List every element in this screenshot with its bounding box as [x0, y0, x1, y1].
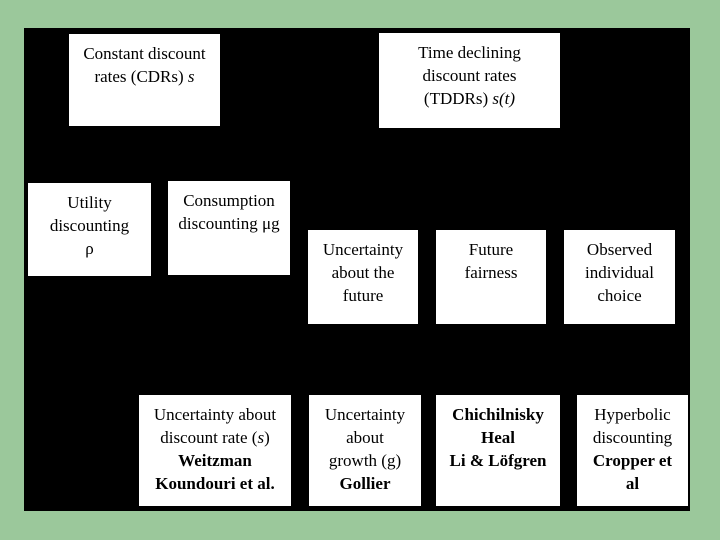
box-text-line: discounting	[577, 426, 688, 449]
box-text-segment: Time declining	[418, 43, 521, 62]
box-text-line: (TDDRs) s(t)	[379, 87, 560, 110]
box-text-line: Heal	[436, 426, 560, 449]
box-text-line: about	[309, 426, 421, 449]
box-consumption-discounting: Consumption discounting μg	[166, 179, 292, 277]
box-text-segment: Hyperbolic	[594, 405, 671, 424]
box-text-segment: discounting μg	[178, 214, 280, 233]
box-constant-discount-rates: Constant discount rates (CDRs) s	[67, 32, 222, 128]
box-text-segment: Uncertainty	[324, 405, 406, 424]
box-text-segment: discounting	[592, 428, 673, 447]
box-text-segment: discounting	[49, 216, 130, 235]
box-text-line: fairness	[436, 261, 546, 284]
box-text-segment: Consumption	[183, 191, 275, 210]
box-text-line: Cropper et	[577, 449, 688, 472]
box-text-segment: s(t)	[492, 89, 516, 108]
box-text-segment: )	[264, 428, 270, 447]
box-future-fairness: Future fairness	[434, 228, 548, 326]
box-text-line: ρ	[28, 237, 151, 260]
box-text-line: Uncertainty	[308, 238, 418, 261]
box-text-line: choice	[564, 284, 675, 307]
box-text-line: Li & Löfgren	[436, 449, 560, 472]
box-text-segment: Weitzman	[178, 451, 252, 470]
box-utility-discounting: Utility discounting ρ	[26, 181, 153, 278]
box-text-segment: Future	[468, 240, 514, 259]
box-text-segment: Observed	[586, 240, 653, 259]
box-text-line: about the	[308, 261, 418, 284]
box-text-line: Time declining	[379, 41, 560, 64]
box-text-segment: future	[342, 286, 384, 305]
box-uncertainty-about-growth: Uncertainty about growth (g) Gollier	[307, 393, 423, 508]
box-text-line: Gollier	[309, 472, 421, 495]
box-text-segment: s	[187, 67, 195, 86]
box-text-segment: Constant discount	[83, 44, 206, 63]
box-text-line: Hyperbolic	[577, 403, 688, 426]
box-uncertainty-about-discount-rate: Uncertainty about discount rate (s) Weitzm…	[137, 393, 293, 508]
box-text-line: discount rates	[379, 64, 560, 87]
box-observed-individual-choice: Observed individual choice	[562, 228, 677, 326]
box-time-declining-discount-rates: Time declining discount rates (TDDRs) s(t)	[377, 31, 562, 130]
box-text-segment: growth (g)	[328, 451, 402, 470]
box-text-line: al	[577, 472, 688, 495]
box-text-segment: Heal	[481, 428, 515, 447]
box-text-line: Consumption	[168, 189, 290, 212]
box-text-line: discounting	[28, 214, 151, 237]
box-text-segment: s	[257, 428, 265, 447]
box-text-line: future	[308, 284, 418, 307]
box-text-segment: Cropper et	[592, 451, 673, 470]
box-text-segment: Gollier	[339, 474, 391, 493]
box-text-line: rates (CDRs) s	[69, 65, 220, 88]
box-text-line: discount rate (s)	[139, 426, 291, 449]
box-text-segment: Koundouri et al.	[155, 474, 275, 493]
box-text-line: individual	[564, 261, 675, 284]
box-text-segment: individual	[585, 263, 654, 282]
box-text-line: Utility	[28, 191, 151, 214]
box-text-segment: (TDDRs)	[423, 89, 493, 108]
box-uncertainty-about-the-future: Uncertainty about the future	[306, 228, 420, 326]
box-text-segment: rates (CDRs)	[94, 67, 188, 86]
box-text-segment: Li & Löfgren	[449, 451, 547, 470]
box-text-segment: discount rate (	[160, 428, 258, 447]
box-text-segment: about the	[331, 263, 395, 282]
box-text-segment: choice	[597, 286, 642, 305]
box-text-segment: al	[625, 474, 640, 493]
box-text-line: Chichilnisky	[436, 403, 560, 426]
box-text-line: Future	[436, 238, 546, 261]
box-text-segment: ρ	[85, 239, 94, 258]
box-text-line: Observed	[564, 238, 675, 261]
box-text-segment: discount rates	[422, 66, 517, 85]
box-text-line: Constant discount	[69, 42, 220, 65]
box-text-segment: about	[346, 428, 384, 447]
box-text-line: Koundouri et al.	[139, 472, 291, 495]
box-text-line: Uncertainty	[309, 403, 421, 426]
box-text-line: Uncertainty about	[139, 403, 291, 426]
box-text-segment: fairness	[464, 263, 518, 282]
box-text-segment: Uncertainty	[322, 240, 404, 259]
box-text-line: discounting μg	[168, 212, 290, 235]
box-text-segment: Utility	[67, 193, 112, 212]
box-text-segment: Chichilnisky	[452, 405, 544, 424]
box-text-line: growth (g)	[309, 449, 421, 472]
box-text-line: Weitzman	[139, 449, 291, 472]
box-text-segment: Uncertainty about	[153, 405, 277, 424]
